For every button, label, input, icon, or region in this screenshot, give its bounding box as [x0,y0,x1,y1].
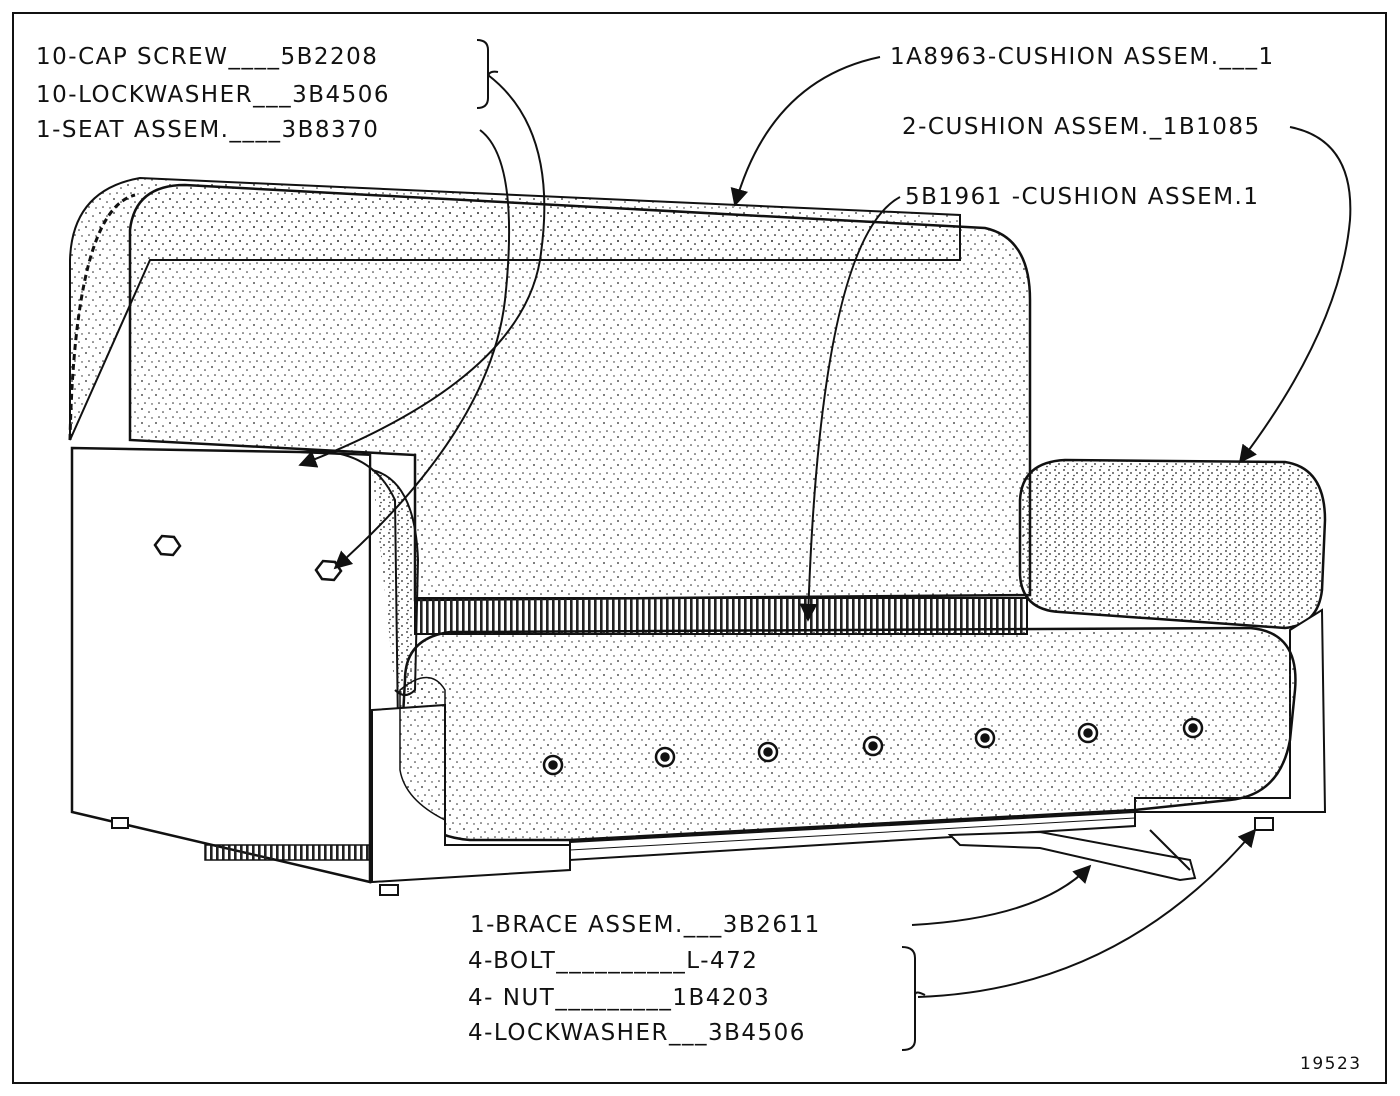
label-brace-assem: 1-BRACE ASSEM.___3B2611 [470,912,821,938]
bolt-heads [153,534,343,582]
label-seat-assem: 1-SEAT ASSEM.____3B8370 [36,117,380,143]
label-nut: 4- NUT_________1B4203 [468,985,771,1011]
label-cap-screw: 10-CAP SCREW____5B2208 [36,44,379,70]
brace [947,830,1197,882]
label-lockwasher-bottom: 4-LOCKWASHER___3B4506 [468,1020,806,1046]
seat-buttons [542,717,1204,776]
label-cushion-assem-5b1961: 5B1961 -CUSHION ASSEM.1 [905,184,1260,210]
feet [111,817,1274,896]
label-cushion-assem-1b1085: 2-CUSHION ASSEM._1B1085 [902,114,1261,140]
back-cushion [128,183,1032,602]
seat-cushion [398,626,1297,842]
label-bolt: 4-BOLT__________L-472 [468,948,759,974]
figure-frame [12,12,1387,1084]
leader-lines [298,39,1352,1051]
arm-cushion-right [1018,458,1327,630]
figure-number: 19523 [1300,1054,1362,1074]
label-cushion-assem-1a8963: 1A8963-CUSHION ASSEM.___1 [890,44,1275,70]
label-lockwasher-top: 10-LOCKWASHER___3B4506 [36,82,391,108]
left-side-panel [70,446,372,884]
